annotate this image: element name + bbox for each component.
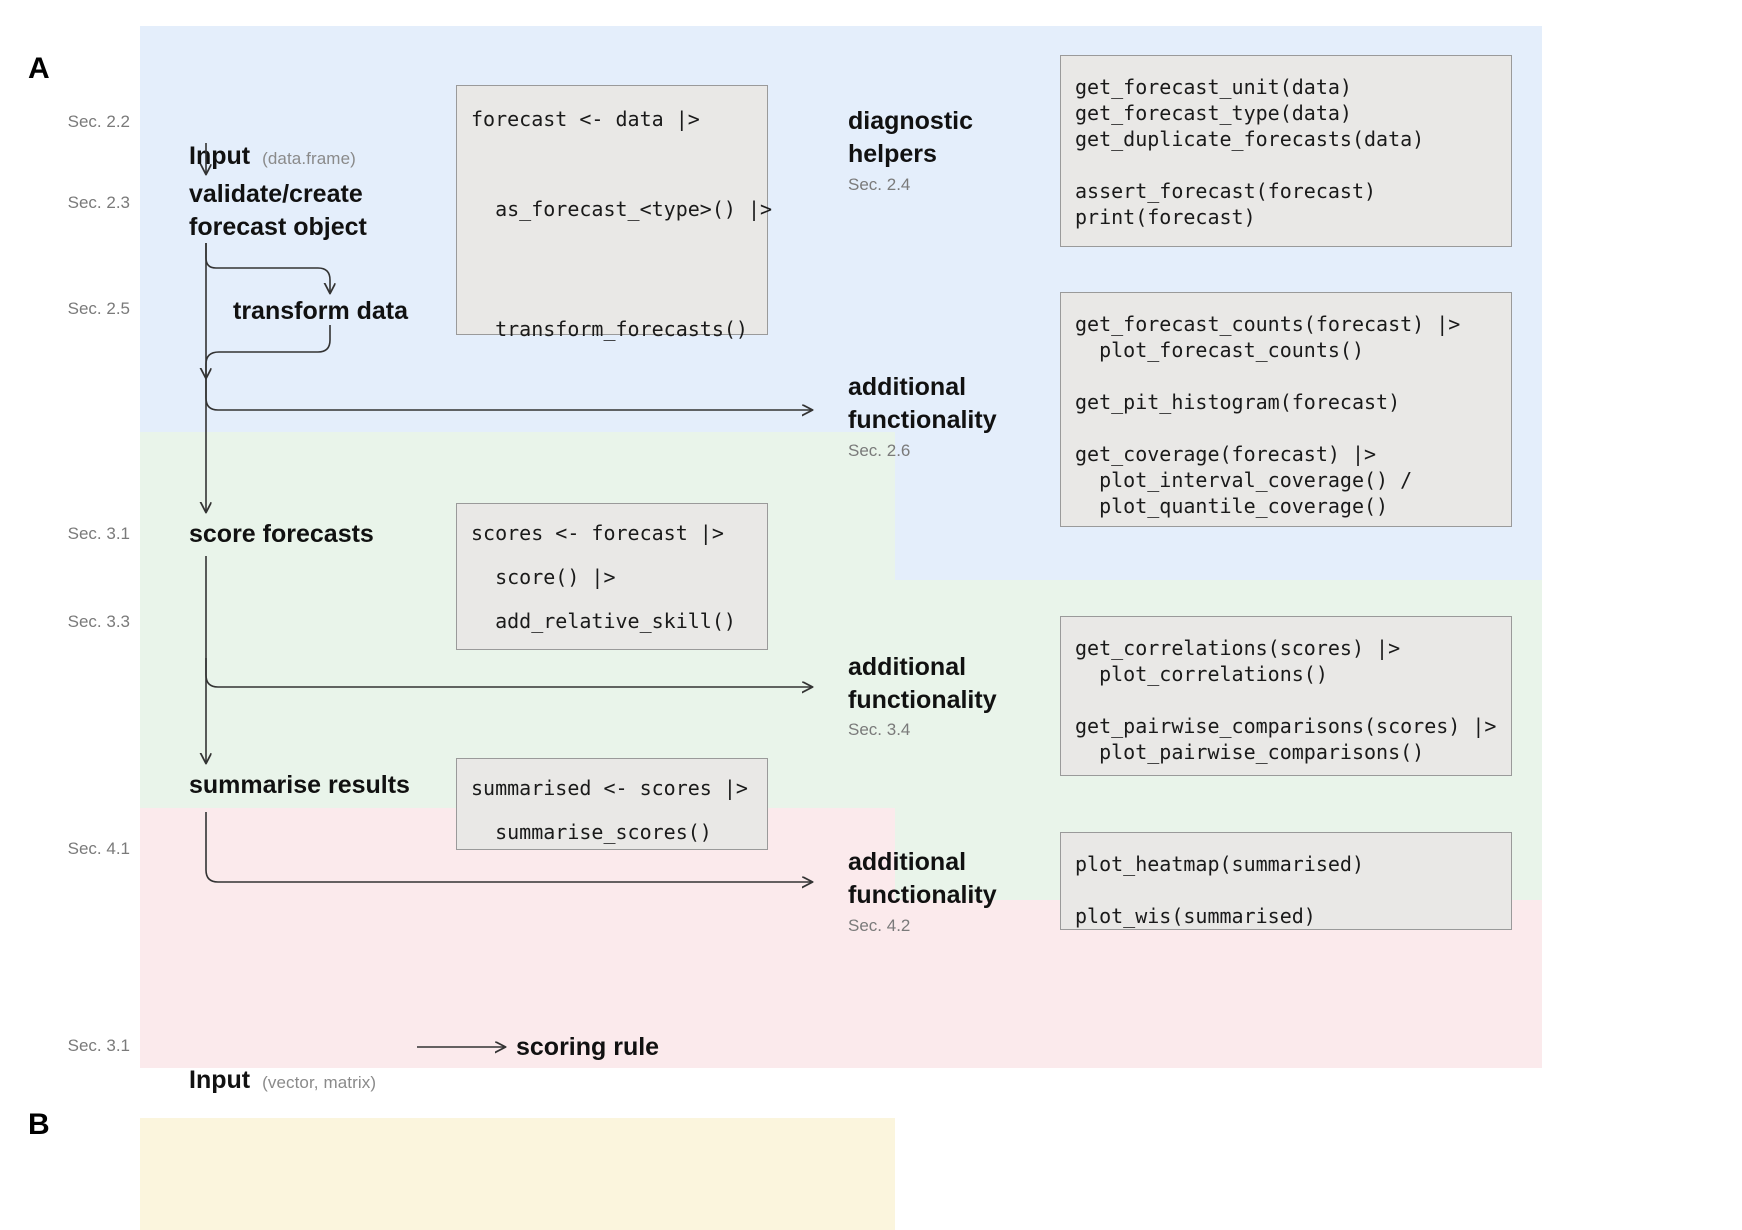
code-line: get_correlations(scores) |>: [1075, 636, 1401, 660]
code-line: summarise_scores(): [471, 820, 712, 844]
flow-node-input-label: Input: [189, 141, 251, 170]
right-heading-additional-3-4: additional functionality: [848, 653, 997, 714]
gutter-label-sec-4-1: Sec. 4.1: [67, 839, 130, 858]
flow-node-score: score forecasts: [189, 520, 374, 548]
code-line: [471, 284, 767, 314]
gutter-label-sec-2-2: Sec. 2.2: [67, 112, 130, 131]
code-line: plot_correlations(): [1075, 662, 1328, 686]
code-line: [1075, 687, 1511, 713]
code-line: add_relative_skill(): [471, 609, 736, 633]
code-line: plot_quantile_coverage(): [1075, 494, 1389, 518]
panel-b-input-annotation: (vector, matrix): [262, 1072, 377, 1092]
code-line: plot_heatmap(summarised): [1075, 852, 1364, 876]
right-sec-additional-4-2: Sec. 4.2: [848, 916, 911, 935]
code-line: [1075, 877, 1511, 903]
codebox-diagnostic-helpers: get_forecast_unit(data)get_forecast_type…: [1060, 55, 1512, 247]
code-line: get_duplicate_forecasts(data): [1075, 127, 1425, 151]
flow-node-input: Input (data.frame): [189, 107, 356, 172]
codebox-additional-4-2: plot_heatmap(summarised) plot_wis(summar…: [1060, 832, 1512, 930]
gutter-label-sec-3-1-panel-b: Sec. 3.1: [67, 1036, 130, 1055]
code-line: [1075, 363, 1511, 389]
code-line: [471, 588, 767, 610]
code-line: get_forecast_unit(data): [1075, 75, 1352, 99]
gutter-label-sec-3-1: Sec. 3.1: [67, 524, 130, 543]
right-heading-additional-4-2: additional functionality: [848, 848, 997, 909]
panel-b-scoring-rule: scoring rule: [516, 1033, 660, 1061]
code-line: get_pit_histogram(forecast): [1075, 390, 1401, 414]
right-sec-additional-2-6: Sec. 2.6: [848, 441, 911, 460]
code-line: get_forecast_counts(forecast) |>: [1075, 312, 1461, 336]
gutter-label-sec-2-3: Sec. 2.3: [67, 193, 130, 212]
right-sec-diagnostic-helpers: Sec. 2.4: [848, 175, 911, 194]
flow-node-input-annotation: (data.frame): [262, 148, 356, 168]
code-line: [1075, 152, 1511, 178]
code-line: [471, 544, 767, 566]
section-band-yellow: [140, 1118, 895, 1230]
code-line: assert_forecast(forecast): [1075, 179, 1377, 203]
code-line: score() |>: [471, 565, 616, 589]
code-line: plot_pairwise_comparisons(): [1075, 740, 1425, 764]
code-line: [471, 134, 767, 164]
right-sec-additional-3-4: Sec. 3.4: [848, 720, 911, 739]
code-line: print(forecast): [1075, 205, 1256, 229]
panel-b-input-label: Input: [189, 1065, 251, 1094]
codebox-pipeline-score: scores <- forecast |> score() |> add_rel…: [456, 503, 768, 650]
flow-node-validate: validate/create forecast object: [189, 180, 367, 241]
code-line: get_coverage(forecast) |>: [1075, 442, 1377, 466]
code-line: [1075, 415, 1511, 441]
code-line: [471, 224, 767, 254]
code-line: [471, 164, 767, 194]
right-heading-additional-2-6: additional functionality: [848, 373, 997, 434]
code-line: scores <- forecast |>: [471, 521, 724, 545]
code-line: summarised <- scores |>: [471, 776, 748, 800]
panel-b-input: Input (vector, matrix): [189, 1031, 376, 1096]
panel-letter-a: A: [28, 52, 51, 85]
code-line: plot_forecast_counts(): [1075, 338, 1364, 362]
panel-letter-b: B: [28, 1108, 51, 1141]
code-line: transform_forecasts(): [471, 317, 748, 341]
code-line: [471, 254, 767, 284]
code-line: get_pairwise_comparisons(scores) |>: [1075, 714, 1497, 738]
code-line: forecast <- data |>: [471, 107, 700, 131]
gutter-label-sec-2-5: Sec. 2.5: [67, 299, 130, 318]
flow-node-transform: transform data: [233, 297, 409, 325]
flow-node-summarise: summarise results: [189, 771, 410, 799]
code-line: [471, 799, 767, 821]
code-line: plot_interval_coverage() /: [1075, 468, 1413, 492]
gutter-label-sec-3-3: Sec. 3.3: [67, 612, 130, 631]
codebox-pipeline-summarise: summarised <- scores |> summarise_scores…: [456, 758, 768, 850]
right-heading-diagnostic-helpers: diagnostic helpers: [848, 107, 974, 168]
codebox-additional-3-4: get_correlations(scores) |> plot_correla…: [1060, 616, 1512, 776]
code-line: get_forecast_type(data): [1075, 101, 1352, 125]
code-line: as_forecast_<type>() |>: [471, 197, 773, 221]
codebox-pipeline-forecast: forecast <- data |> as_forecast_<type>()…: [456, 85, 773, 341]
codebox-additional-2-6: get_forecast_counts(forecast) |> plot_fo…: [1060, 292, 1512, 527]
code-line: plot_wis(summarised): [1075, 904, 1316, 928]
